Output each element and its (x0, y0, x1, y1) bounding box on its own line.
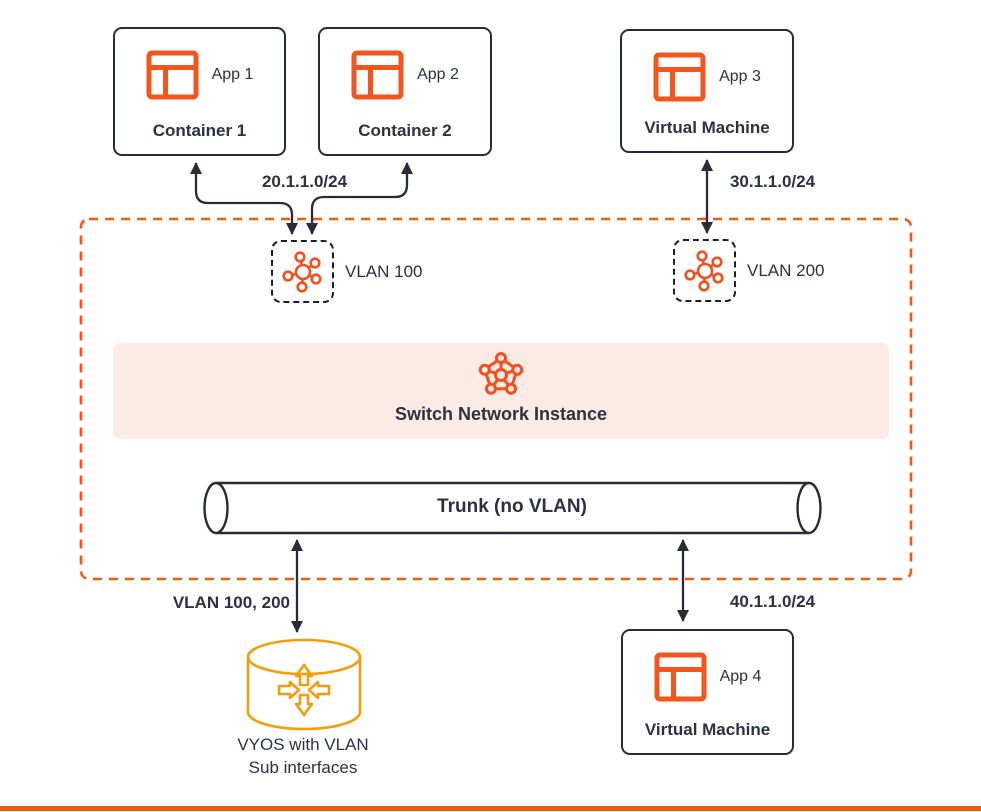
app-label: App 1 (211, 66, 254, 83)
vlan-hub-icon (683, 249, 724, 292)
app-window-icon (351, 50, 404, 100)
bottom-accent-bar (0, 806, 981, 811)
app-label: App 2 (417, 66, 459, 83)
node-title: Virtual Machine (644, 118, 770, 137)
node-virtual-machine-3: App 3 Virtual Machine (620, 29, 794, 153)
switch-instance-title: Switch Network Instance (394, 404, 608, 424)
node-virtual-machine-4: App 4 Virtual Machine (621, 629, 794, 755)
vlan100-node (271, 240, 334, 303)
node-container-2: App 2 Container 2 (318, 27, 492, 156)
node-content-row: App 1 (146, 50, 254, 100)
router-icon (277, 663, 331, 717)
node-container-1: App 1 Container 1 (113, 27, 286, 156)
node-title: Virtual Machine (644, 720, 771, 739)
vyos-label-line2: Sub interfaces (248, 758, 358, 777)
app-label: App 3 (719, 68, 761, 85)
vyos-cylinder (246, 638, 362, 731)
subnet-label-30-1-1-0: 30.1.1.0/24 (729, 172, 816, 191)
node-title: Container 2 (358, 121, 452, 140)
mesh-network-icon (478, 352, 524, 395)
vlan-hub-icon (281, 250, 322, 293)
vlan200-label: VLAN 200 (747, 261, 825, 280)
vyos-label-line1: VYOS with VLAN (237, 735, 369, 754)
app-window-icon (653, 52, 706, 102)
node-content-row: App 4 (654, 652, 762, 702)
app-window-icon (146, 50, 199, 100)
switch-network-instance-band: Switch Network Instance (113, 343, 889, 439)
vlan-100-200-label: VLAN 100, 200 (172, 593, 290, 612)
vlan200-node (673, 239, 736, 302)
node-title: Container 1 (152, 121, 247, 140)
subnet-label-20-1-1-0: 20.1.1.0/24 (261, 172, 348, 191)
vlan100-label: VLAN 100 (345, 262, 423, 281)
app-label: App 4 (719, 668, 762, 685)
vyos-label: VYOS with VLAN Sub interfaces (213, 733, 393, 779)
trunk-label: Trunk (no VLAN) (437, 496, 587, 517)
node-content-row: App 3 (653, 52, 761, 102)
subnet-label-40-1-1-0: 40.1.1.0/24 (729, 592, 816, 611)
app-window-icon (654, 652, 707, 702)
node-content-row: App 2 (351, 50, 459, 100)
